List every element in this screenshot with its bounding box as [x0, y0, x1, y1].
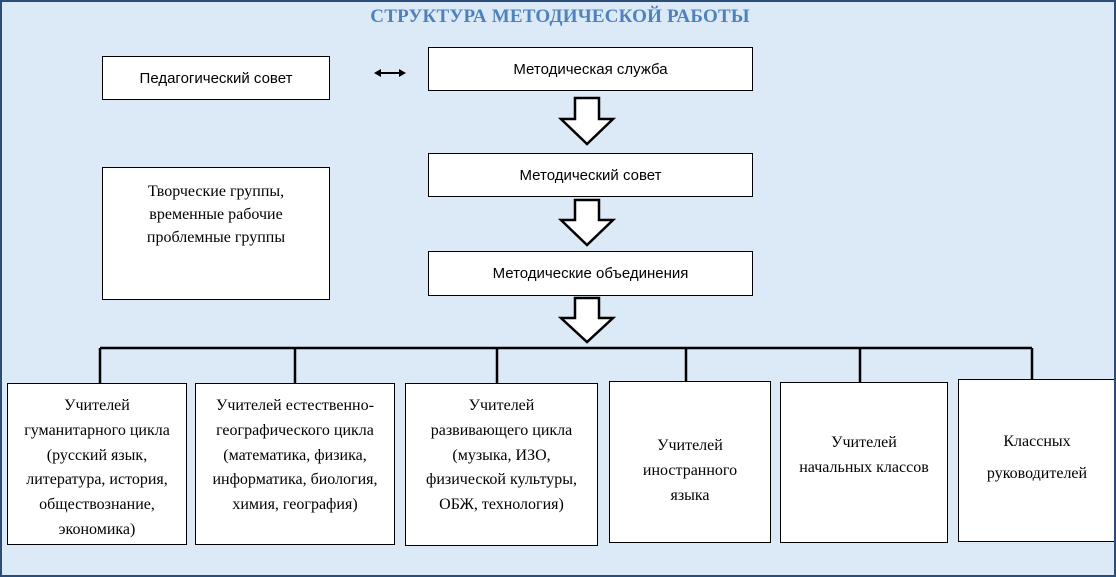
teachers-natural-label: Учителей естественно- географического ци…: [212, 397, 378, 514]
creative-groups-box: Творческие группы, временные рабочие про…: [102, 167, 330, 300]
teachers-primary-box: Учителей начальных классов: [780, 382, 948, 543]
method-unions-label: Методические объединения: [492, 265, 689, 282]
teachers-developing-box: Учителей развивающего цикла (музыка, ИЗО…: [405, 383, 598, 546]
creative-groups-label: Творческие группы, временные рабочие про…: [146, 183, 286, 247]
down-arrow-icon: [557, 198, 617, 247]
method-unions-box: Методические объединения: [428, 251, 753, 296]
teachers-primary-label: Учителей начальных классов: [799, 434, 929, 476]
method-service-label: Методическая служба: [513, 60, 668, 78]
teachers-natural-box: Учителей естественно- географического ци…: [195, 383, 395, 545]
class-teachers-label: Классных руководителей: [986, 433, 1088, 482]
teachers-foreign-label: Учителей иностранного языка: [642, 437, 738, 504]
teachers-foreign-box: Учителей иностранного языка: [609, 381, 771, 543]
method-council-box: Методический совет: [428, 153, 753, 197]
teachers-humanities-label: Учителей гуманитарного цикла (русский яз…: [24, 397, 170, 538]
teachers-humanities-box: Учителей гуманитарного цикла (русский яз…: [7, 383, 187, 545]
method-council-label: Методический совет: [519, 166, 662, 184]
class-teachers-box: Классных руководителей: [958, 379, 1114, 542]
down-arrow-icon: [557, 296, 617, 344]
ped-council-label: Педагогический совет: [139, 69, 293, 87]
ped-council-box: Педагогический совет: [102, 56, 330, 100]
method-service-box: Методическая служба: [428, 47, 753, 91]
double-arrow-icon: [374, 69, 406, 77]
diagram-title: СТРУКТУРА МЕТОДИЧЕСКОЙ РАБОТЫ: [370, 6, 750, 27]
down-arrow-icon: [557, 96, 617, 146]
teachers-developing-label: Учителей развивающего цикла (музыка, ИЗО…: [425, 397, 578, 514]
